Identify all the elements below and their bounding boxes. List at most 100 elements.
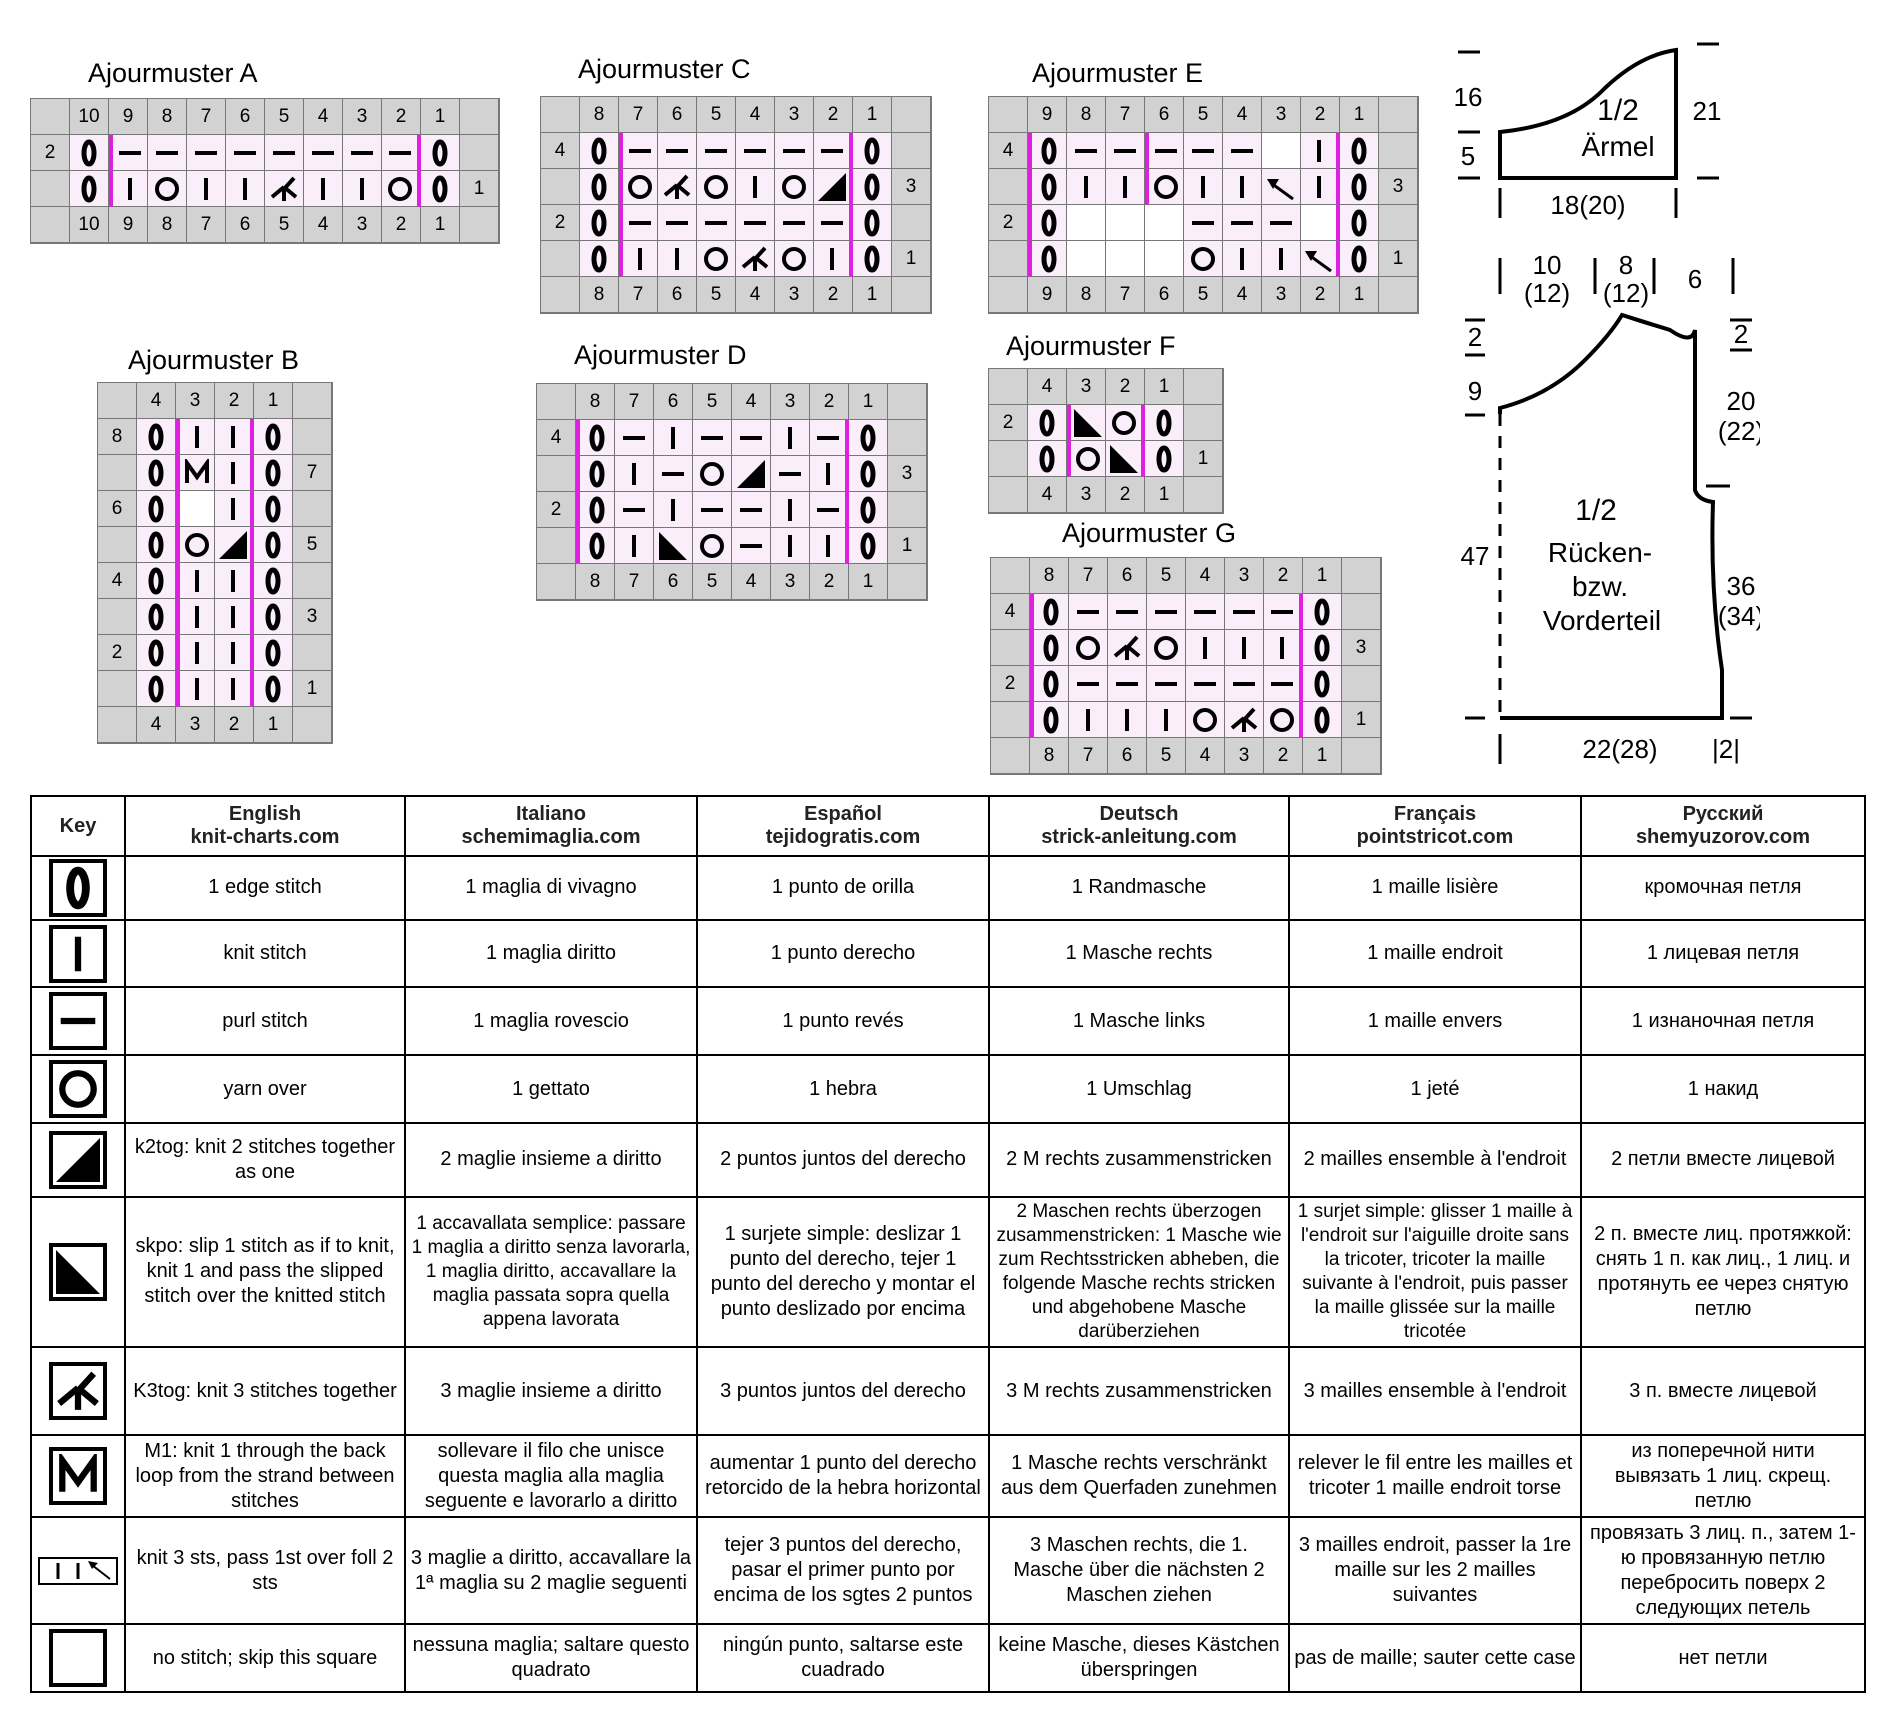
yarn-over-icon <box>1069 630 1108 666</box>
knit-icon <box>615 528 654 564</box>
legend-header-site: knit-charts.com <box>190 826 340 848</box>
knit-icon <box>615 456 654 492</box>
legend-row: M1: knit 1 through the back loop from th… <box>30 1434 1866 1519</box>
knit-icon <box>1223 241 1262 277</box>
legend-text-cell: M1: knit 1 through the back loop from th… <box>124 1434 406 1519</box>
chart-number: 2 <box>98 635 137 671</box>
knit-icon <box>1301 133 1340 169</box>
knit-icon <box>304 171 343 207</box>
chart-frame-cell <box>460 207 499 243</box>
skpo-icon <box>654 528 693 564</box>
purl-icon <box>1223 133 1262 169</box>
knit-icon <box>176 599 215 635</box>
legend-key-cell <box>30 1434 126 1519</box>
chart-number: 6 <box>1108 558 1147 594</box>
edge-stitch-icon <box>580 169 619 205</box>
legend-key-cell <box>30 918 126 989</box>
knit-icon <box>658 241 697 277</box>
chart-number: 3 <box>1342 630 1381 666</box>
body-top-a: 10 <box>1533 250 1562 280</box>
k3tog-icon <box>658 169 697 205</box>
chart-number: 6 <box>654 564 693 600</box>
chart-number: 9 <box>1028 97 1067 133</box>
chart-number: 3 <box>1379 169 1418 205</box>
chart-frame-cell <box>1379 97 1418 133</box>
knit-icon <box>810 456 849 492</box>
chart-number: 1 <box>460 171 499 207</box>
chart-number: 6 <box>1145 277 1184 313</box>
chart-number: 1 <box>1303 738 1342 774</box>
purl-icon <box>814 133 853 169</box>
legend-text-cell: 1 Randmasche <box>988 855 1290 921</box>
k2tog-icon <box>814 169 853 205</box>
chart-number: 8 <box>1030 738 1069 774</box>
legend-text-cell: 2 mailles ensemble à l'endroit <box>1288 1122 1582 1198</box>
chart-number: 4 <box>989 133 1028 169</box>
knit-icon <box>1225 630 1264 666</box>
knit-icon <box>1186 630 1225 666</box>
chart-number: 7 <box>293 455 332 491</box>
k2tog-icon <box>49 1130 107 1189</box>
purl-icon <box>1264 594 1303 630</box>
chart-number: 5 <box>265 99 304 135</box>
legend-text-cell: 3 M rechts zusammenstricken <box>988 1345 1290 1437</box>
edge-stitch-icon <box>853 133 892 169</box>
legend-header-site: strick-anleitung.com <box>1041 826 1237 848</box>
chart-number: 5 <box>1147 738 1186 774</box>
chart-number: 3 <box>343 99 382 135</box>
chart-number: 3 <box>176 383 215 419</box>
knit-icon <box>619 241 658 277</box>
chart-number: 2 <box>215 383 254 419</box>
body-top-b: 8 <box>1619 250 1633 280</box>
purl-icon <box>1186 594 1225 630</box>
chart-number: 4 <box>1028 477 1067 513</box>
chart-frame-cell <box>98 599 137 635</box>
skpo-icon <box>49 1242 107 1301</box>
legend-text-cell: 1 maglia diritto <box>404 918 698 989</box>
legend-header-language: English <box>228 803 302 825</box>
chart-frame-cell <box>98 671 137 707</box>
yarn-over-icon <box>148 171 187 207</box>
purl-icon <box>697 133 736 169</box>
chart-number: 3 <box>1262 277 1301 313</box>
edge-stitch-icon <box>1303 702 1342 738</box>
chart-frame-cell <box>98 707 137 743</box>
knit-icon <box>1264 630 1303 666</box>
chart-frame-cell <box>293 419 332 455</box>
k3tog-icon <box>1108 630 1147 666</box>
chart-number: 8 <box>1030 558 1069 594</box>
chart-frame-cell <box>888 420 927 456</box>
edge-stitch-icon <box>849 492 888 528</box>
legend-text-cell: relever le fil entre les mailles et tric… <box>1288 1434 1582 1519</box>
chart-number: 5 <box>693 384 732 420</box>
chart-frame-cell <box>991 558 1030 594</box>
k2tog-icon <box>732 456 771 492</box>
legend-header-language: Key <box>59 814 97 837</box>
yarn-over-icon <box>1067 441 1106 477</box>
purl-icon <box>619 133 658 169</box>
body-outline-neck <box>1621 313 1671 332</box>
legend-text-cell: aumentar 1 punto del derecho retorcido d… <box>696 1434 990 1519</box>
chart-number: 4 <box>736 277 775 313</box>
edge-stitch-icon <box>137 635 176 671</box>
chart-number: 1 <box>293 671 332 707</box>
knit-icon <box>176 419 215 455</box>
chart-number: 1 <box>421 207 460 243</box>
chart-number: 4 <box>304 99 343 135</box>
legend-text-cell: 2 maglie insieme a diritto <box>404 1122 698 1198</box>
legend-header-site: shemyuzorov.com <box>1635 826 1811 848</box>
no-stitch-cell <box>1067 241 1106 277</box>
skpo-icon <box>1106 441 1145 477</box>
yarn-over-icon <box>693 456 732 492</box>
legend-text-cell: провязать 3 лиц. п., затем 1-ю провязанн… <box>1580 1516 1866 1626</box>
legend-text-cell: 1 maille endroit <box>1288 918 1582 989</box>
legend-text-cell: k2tog: knit 2 stitches together as one <box>124 1122 406 1198</box>
chart-frame-cell <box>31 99 70 135</box>
legend-key-cell <box>30 1623 126 1693</box>
legend-text-cell: 1 Masche rechts <box>988 918 1290 989</box>
chart-number: 1 <box>1303 558 1342 594</box>
chart-number: 4 <box>732 384 771 420</box>
